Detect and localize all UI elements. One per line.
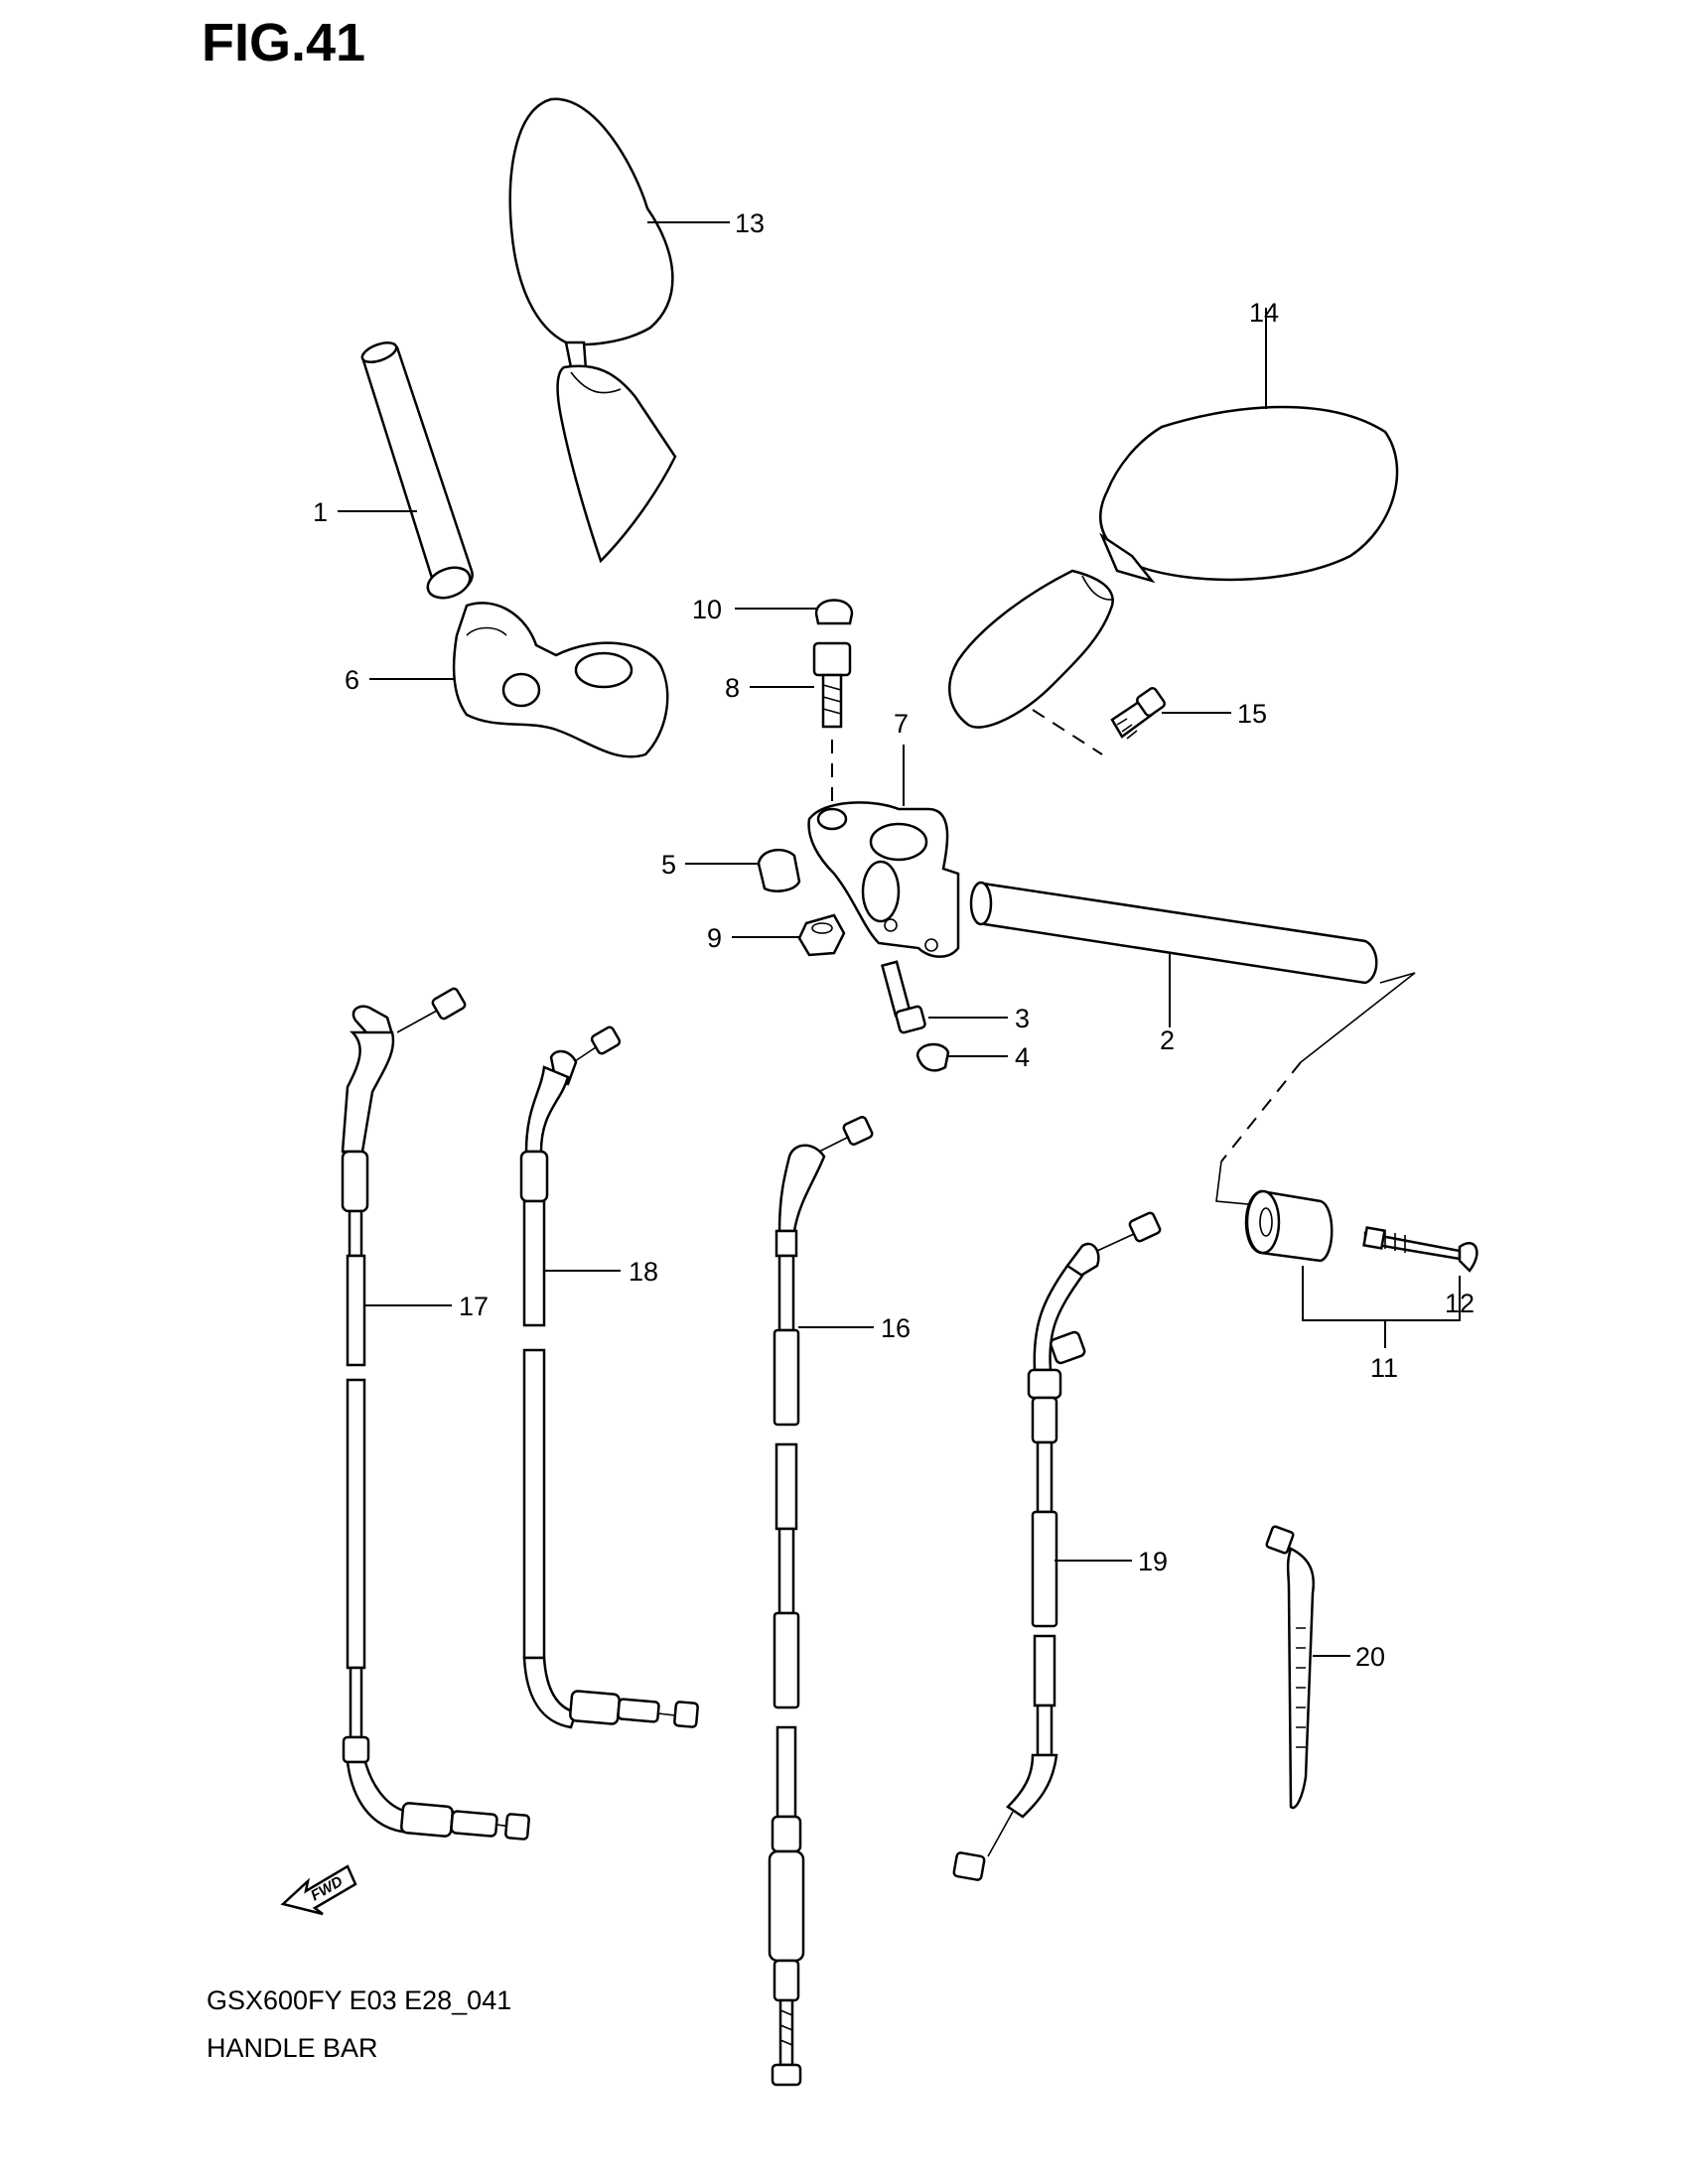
- part-16-clutch-cable[interactable]: [768, 1116, 874, 2087]
- part-14-right-mirror[interactable]: [948, 405, 1399, 729]
- callout-17: 17: [459, 1292, 489, 1321]
- leader-11-12-bracket: [1302, 1266, 1461, 1321]
- callout-2: 2: [1160, 1025, 1175, 1055]
- part-20-clamp-tie[interactable]: [1265, 1525, 1315, 1810]
- callout-9: 9: [707, 923, 722, 953]
- callout-5: 5: [661, 850, 676, 880]
- callout-11: 11: [1370, 1353, 1398, 1383]
- callout-19: 19: [1138, 1547, 1168, 1576]
- part-6-left-handlebar-clamp[interactable]: [452, 602, 669, 758]
- callout-1: 1: [313, 497, 328, 527]
- part-17-throttle-cable[interactable]: [341, 987, 530, 1841]
- part-3-bolt[interactable]: [880, 960, 926, 1034]
- callout-18: 18: [629, 1257, 658, 1287]
- callout-16: 16: [881, 1313, 911, 1343]
- figure-title: FIG.41: [202, 13, 366, 72]
- callout-20: 20: [1355, 1642, 1385, 1672]
- part-9-nut[interactable]: [797, 913, 846, 957]
- callout-8: 8: [725, 673, 740, 703]
- callout-13: 13: [735, 208, 765, 238]
- part-11-balancer-weight[interactable]: [1244, 1189, 1334, 1263]
- callout-15: 15: [1237, 699, 1267, 729]
- part-8-bolt[interactable]: [812, 641, 852, 729]
- callout-10: 10: [692, 595, 722, 624]
- part-1-left-handlebar-pipe[interactable]: [359, 339, 474, 603]
- part-4-cap[interactable]: [915, 1042, 950, 1072]
- part-15-mirror-bolt[interactable]: [1110, 687, 1166, 740]
- part-18-throttle-cable[interactable]: [519, 1025, 699, 1729]
- part-2-right-handlebar-pipe[interactable]: [969, 881, 1378, 985]
- callout-14: 14: [1249, 298, 1279, 328]
- part-10-cap[interactable]: [814, 599, 854, 625]
- callout-7: 7: [894, 709, 909, 739]
- callout-4: 4: [1015, 1042, 1030, 1072]
- footer-model-code: GSX600FY E03 E28_041: [207, 1985, 512, 2015]
- part-12-balancer-screw[interactable]: [1362, 1226, 1478, 1273]
- part-7-right-handlebar-clamp[interactable]: [807, 801, 960, 958]
- footer-section-name: HANDLE BAR: [207, 2033, 378, 2063]
- part-5-nut[interactable]: [757, 848, 801, 892]
- part-19-choke-cable[interactable]: [952, 1211, 1162, 1881]
- part-13-left-mirror[interactable]: [508, 97, 677, 564]
- callout-12: 12: [1445, 1289, 1475, 1318]
- fwd-arrow-icon: FWD: [280, 1864, 357, 1916]
- callout-3: 3: [1015, 1004, 1030, 1033]
- callout-6: 6: [345, 665, 359, 695]
